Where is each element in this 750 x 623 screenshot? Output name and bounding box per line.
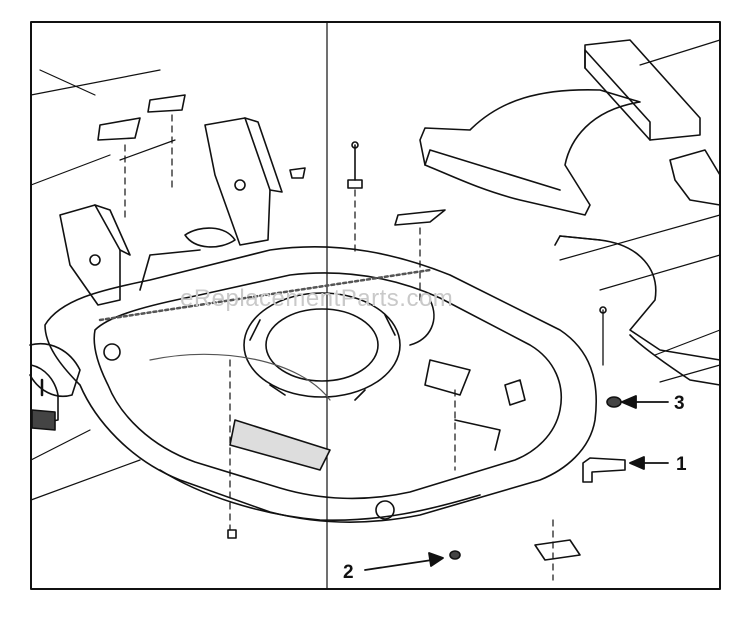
callout-3-label: 3 xyxy=(674,393,685,414)
watermark: eReplacementParts.com xyxy=(180,285,453,312)
bottom-screw xyxy=(227,529,237,539)
mower-deck-housing xyxy=(29,117,598,523)
dashed-leaders xyxy=(124,114,554,581)
callout-2-arrow-line xyxy=(364,559,433,571)
background-panel-lines xyxy=(30,21,721,590)
left-side-parts xyxy=(30,364,59,431)
part-2-washer xyxy=(449,550,461,560)
callout-arrows xyxy=(364,395,669,571)
small-hardware xyxy=(97,94,607,366)
callout-1-arrowhead xyxy=(629,456,645,470)
diagram-frame xyxy=(30,21,721,590)
bottom-plate xyxy=(534,539,581,561)
upper-right-plates xyxy=(419,39,721,386)
callout-2-label: 2 xyxy=(343,562,354,583)
callout-2-arrowhead xyxy=(428,552,444,567)
part-3-nut xyxy=(606,396,622,408)
callout-3-arrowhead xyxy=(621,395,637,409)
part-1-bracket xyxy=(582,457,626,483)
callout-1-label: 1 xyxy=(676,454,687,475)
